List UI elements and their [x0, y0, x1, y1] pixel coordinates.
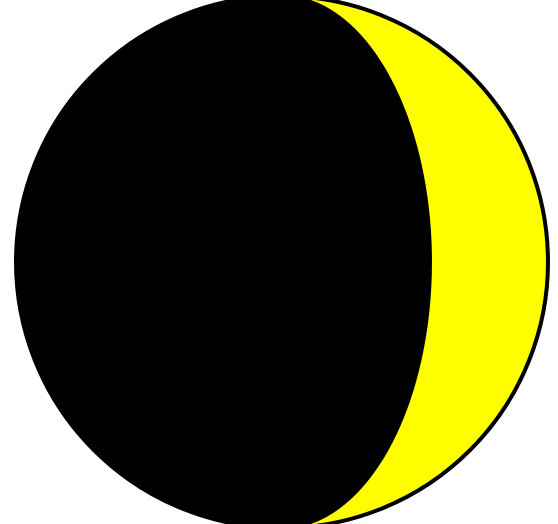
- moon-shadow: [16, 0, 431, 524]
